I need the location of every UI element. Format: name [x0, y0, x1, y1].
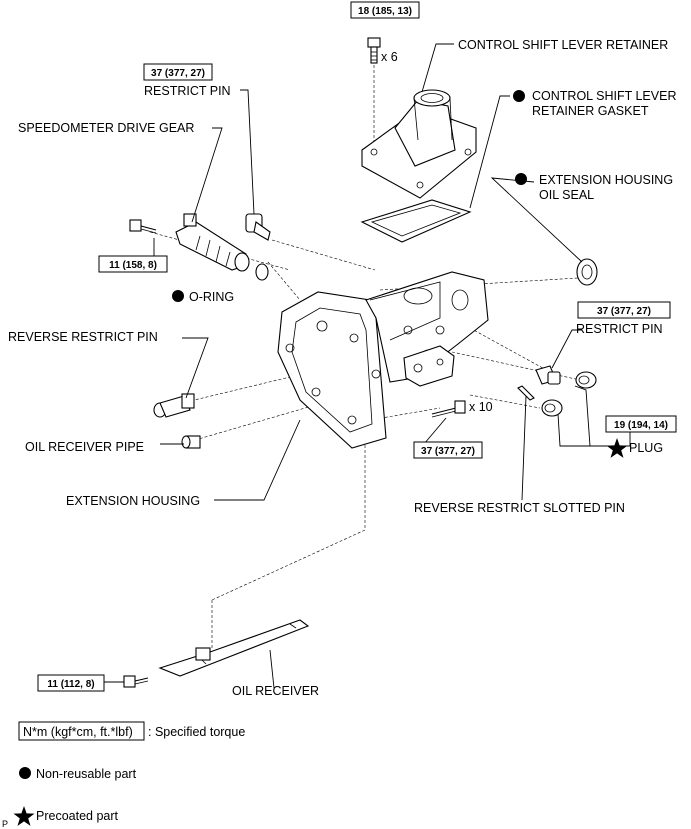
torque-restrict-pin-right-text: 37 (377, 27) [597, 306, 651, 317]
reverse-restrict-pin-part [153, 393, 195, 418]
legend-non-reusable: Non-reusable part [36, 767, 137, 781]
qty-retainer-bolts: x 6 [381, 50, 398, 64]
torque-oil-receiver-bolt: 11 (112, 8) [37, 674, 105, 692]
label-oil-receiver: OIL RECEIVER [232, 684, 319, 698]
extension-housing-part [277, 271, 489, 449]
filled-circle-icon [513, 90, 525, 102]
legend-precoated: Precoated part [36, 809, 119, 823]
o-ring-part [255, 263, 269, 281]
control-shift-lever-retainer-part [361, 89, 477, 199]
torque-housing-bolts: 37 (377, 27) [413, 441, 483, 459]
filled-circle-icon [172, 290, 184, 302]
torque-oil-receiver-bolt-text: 11 (112, 8) [47, 679, 94, 690]
plug-lower-part [541, 399, 563, 417]
label-oil-receiver-pipe: OIL RECEIVER PIPE [25, 440, 144, 454]
label-plug: PLUG [629, 441, 663, 455]
retainer-gasket-part [360, 199, 472, 243]
star-icon [13, 806, 35, 826]
label-reverse-restrict-pin: REVERSE RESTRICT PIN [8, 330, 158, 344]
torque-plug: 19 (194, 14) [605, 415, 677, 433]
filled-circle-icon [515, 173, 527, 185]
label-retainer-gasket-line1: CONTROL SHIFT LEVER [532, 89, 676, 103]
label-oil-seal-line2: OIL SEAL [539, 188, 594, 202]
torque-restrict-pin-top-text: 37 (377, 27) [151, 68, 205, 79]
oil-receiver-part [158, 619, 310, 677]
retainer-bolt-part [367, 37, 381, 64]
restrict-pin-top-part [245, 213, 271, 241]
torque-speedo-bolt-text: 11 (158, 8) [109, 260, 157, 271]
label-retainer-gasket-line2: RETAINER GASKET [532, 104, 649, 118]
speedo-bolt-part [129, 219, 157, 234]
label-restrict-pin-right: RESTRICT PIN [576, 322, 663, 336]
star-icon [606, 438, 628, 458]
torque-restrict-pin-top: 37 (377, 27) [143, 63, 213, 81]
label-o-ring: O-RING [189, 290, 234, 304]
plug-upper-part [575, 371, 597, 389]
housing-bolt-part [431, 400, 466, 418]
torque-speedo-bolt: 11 (158, 8) [98, 255, 168, 273]
qty-housing-bolts: x 10 [469, 400, 493, 414]
torque-retainer: 18 (185, 13) [350, 1, 420, 19]
label-extension-housing: EXTENSION HOUSING [66, 494, 200, 508]
oil-receiver-bolt-part [123, 675, 149, 688]
label-speedometer-drive-gear: SPEEDOMETER DRIVE GEAR [18, 121, 194, 135]
oil-receiver-pipe-part [181, 435, 201, 449]
corner-mark: P [2, 819, 8, 829]
torque-retainer-text: 18 (185, 13) [358, 6, 412, 17]
label-oil-seal-line1: EXTENSION HOUSING [539, 173, 673, 187]
torque-restrict-pin-right: 37 (377, 27) [577, 301, 671, 319]
legend: N*m (kgf*cm, ft.*lbf) : Specified torque… [13, 721, 245, 826]
torque-housing-bolts-text: 37 (377, 27) [421, 446, 475, 457]
restrict-pin-right-part [535, 365, 561, 385]
filled-circle-icon [19, 767, 31, 779]
speedometer-drive-gear-part [175, 213, 250, 272]
leader-lines [103, 43, 631, 689]
legend-torque-desc: : Specified torque [148, 725, 245, 739]
oil-seal-part [576, 258, 598, 286]
label-reverse-restrict-slotted-pin: REVERSE RESTRICT SLOTTED PIN [414, 501, 625, 515]
label-restrict-pin-top: RESTRICT PIN [144, 84, 231, 98]
torque-plug-text: 19 (194, 14) [614, 420, 668, 431]
label-control-shift-lever-retainer: CONTROL SHIFT LEVER RETAINER [458, 38, 668, 52]
legend-torque-box: N*m (kgf*cm, ft.*lbf) [23, 725, 133, 739]
